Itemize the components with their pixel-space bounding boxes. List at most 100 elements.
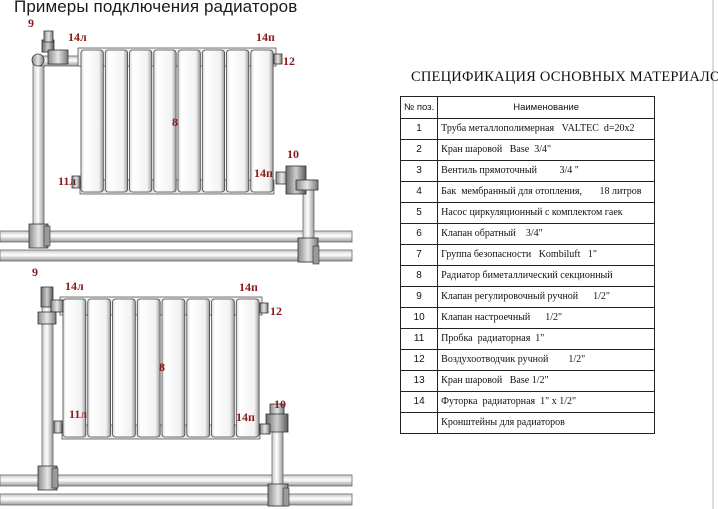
cell-name: Труба металлополимерная VALTEC d=20x2 (437, 118, 656, 140)
cell-name: Кран шаровой Base 1/2" (437, 370, 656, 392)
cell-num: 6 (399, 223, 439, 245)
cell-num: 5 (399, 202, 439, 224)
radiator-section (161, 298, 186, 438)
label-air-vent: 12 (283, 54, 295, 68)
cell-name: Футорка радиаторная 1" x 1/2" (437, 391, 656, 413)
cell-name: Вентиль прямоточный 3/4 " (437, 160, 656, 182)
label-plug-right-top: 14п (239, 280, 258, 294)
radiator-plug-icon (71, 175, 81, 189)
pipe-fittings (28, 223, 320, 265)
air-vent-icon (259, 302, 269, 314)
radiator-section (211, 298, 235, 438)
valve-adjusting-icon (275, 165, 319, 195)
page-title: Примеры подключения радиаторов (14, 0, 298, 16)
label-air-vent: 12 (270, 304, 282, 318)
diagram-bottom (0, 286, 353, 507)
cell-name: Кран шаровой Base 3/4" (437, 139, 656, 161)
radiator-section (129, 49, 153, 193)
valve-adjusting-icon (259, 403, 289, 435)
label-plug-left-bottom: 11л (69, 407, 88, 421)
cell-num: 14 (399, 391, 439, 413)
cell-name: Пробка радиаторная 1" (437, 328, 656, 350)
column-header-name: Наименование (437, 96, 656, 119)
cell-name: Насос циркуляционный с комплектом гаек (437, 202, 656, 224)
pipe-fittings (37, 465, 290, 507)
radiator-section (80, 49, 104, 193)
label-valve-regulating: 9 (28, 16, 34, 30)
cell-name: Бак мембранный для отопления, 18 литров (437, 181, 656, 203)
cell-num: 3 (399, 160, 439, 182)
cell-num: 7 (399, 244, 439, 266)
radiator-section (235, 298, 260, 438)
table-row: Кронштейны для радиаторов (399, 412, 656, 434)
label-valve-regulating: 9 (32, 265, 38, 279)
cell-num: 1 (399, 118, 439, 140)
left-riser-pipe (32, 59, 45, 237)
radiator-section (136, 298, 161, 438)
label-radiator: 8 (159, 360, 165, 374)
radiator-top (77, 47, 277, 195)
column-header-num: № поз. (399, 96, 439, 119)
return-pipe (0, 493, 353, 506)
cell-name: Воздухоотводчик ручной 1/2" (437, 349, 656, 371)
cell-name: Клапан настроечный 1/2" (437, 307, 656, 329)
label-valve-adjusting: 10 (274, 397, 286, 411)
radiator-section (104, 49, 129, 193)
label-plug-left: 14л (68, 30, 87, 44)
radiator-section (201, 49, 226, 193)
cell-num: 8 (399, 265, 439, 287)
supply-pipe (0, 230, 353, 243)
cell-name: Клапан регулировочный ручной 1/2" (437, 286, 656, 308)
cell-num: 4 (399, 181, 439, 203)
cell-num: 9 (399, 286, 439, 308)
cell-name: Кронштейны для радиаторов (437, 412, 656, 434)
cell-num: 10 (399, 307, 439, 329)
radiator-section (87, 298, 112, 438)
label-radiator: 8 (172, 115, 178, 129)
left-riser-pipe (41, 299, 54, 481)
cell-name: Радиатор биметаллический секционный (437, 265, 656, 287)
label-plug-right-top: 14п (256, 30, 275, 44)
label-plug-right-bottom: 14п (254, 166, 273, 180)
valve-regulating-icon (31, 30, 69, 67)
cell-num (399, 412, 439, 434)
label-plug-right-bottom: 14п (236, 410, 255, 424)
radiator-section (153, 49, 177, 193)
radiator-section (62, 298, 87, 438)
cell-name: Клапан обратный 3/4" (437, 223, 656, 245)
cell-num: 12 (399, 349, 439, 371)
radiator-section (177, 49, 201, 193)
air-vent-icon (273, 53, 283, 65)
label-plug-left: 14л (65, 279, 84, 293)
spec-title: СПЕЦИФИКАЦИЯ ОСНОВНЫХ МАТЕРИАЛОВ (411, 69, 718, 85)
cell-name: Группа безопасности Kombiluft 1" (437, 244, 656, 266)
radiator-section (112, 298, 136, 438)
radiator-plug-icon (53, 420, 63, 434)
radiator-section (226, 49, 250, 193)
radiator-section (186, 298, 211, 438)
diagram-top (0, 30, 353, 265)
cell-num: 2 (399, 139, 439, 161)
cell-num: 13 (399, 370, 439, 392)
cell-num: 11 (399, 328, 439, 350)
label-plug-left-bottom: 11л (58, 174, 77, 188)
return-pipe (0, 249, 353, 262)
label-valve-adjusting: 10 (287, 147, 299, 161)
radiator-section (250, 49, 274, 193)
